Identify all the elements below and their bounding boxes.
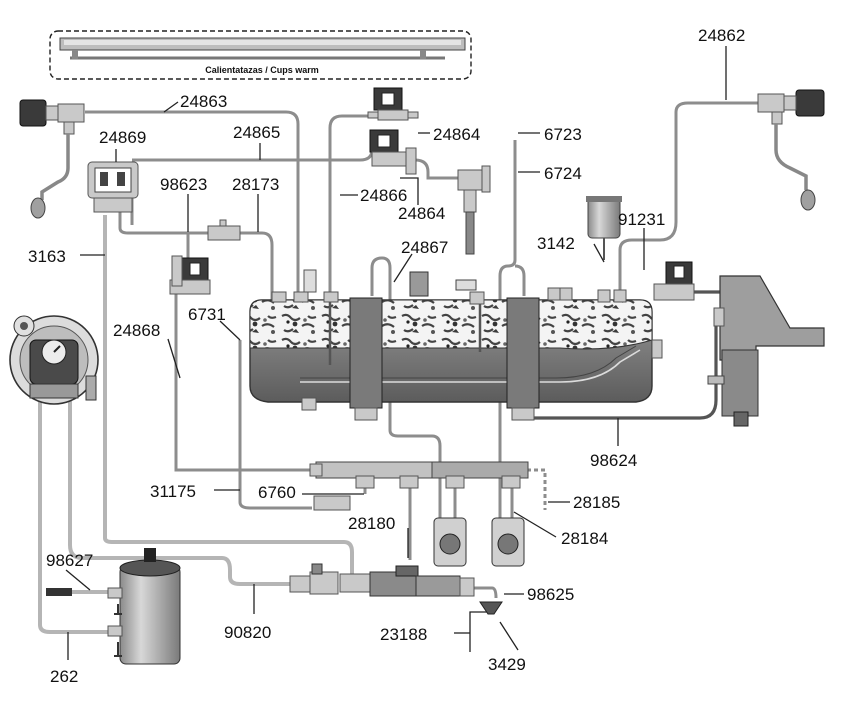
label-28185: 28185 — [573, 493, 620, 512]
solenoid-valve-right — [653, 261, 695, 301]
pump-assembly — [289, 563, 503, 615]
label-6760: 6760 — [258, 483, 296, 502]
label-24862: 24862 — [698, 26, 745, 45]
label-98625: 98625 — [527, 585, 574, 604]
label-24864-top: 24864 — [433, 125, 480, 144]
label-28173: 28173 — [232, 175, 279, 194]
brew-group — [707, 275, 825, 427]
water-softener — [46, 548, 181, 665]
pressure-switch — [457, 165, 491, 255]
label-3142: 3142 — [537, 234, 575, 253]
leader-lines — [65, 46, 727, 660]
label-90820: 90820 — [224, 623, 271, 642]
solenoid-valve-left — [169, 255, 211, 295]
label-24868: 24868 — [113, 321, 160, 340]
left-steam-valve — [19, 99, 85, 219]
part-labels: 24862 24863 24869 24865 24864 24864 6723… — [28, 26, 745, 686]
label-91231: 91231 — [618, 210, 665, 229]
label-23188: 23188 — [380, 625, 427, 644]
solenoid-valve-middle — [369, 129, 417, 175]
label-6724: 6724 — [544, 164, 582, 183]
flowmeters — [433, 517, 525, 567]
label-28184: 28184 — [561, 529, 608, 548]
cup-warmer: Calientatazas / Cups warm — [49, 30, 472, 80]
cup-warmer-label: Calientatazas / Cups warm — [205, 65, 319, 75]
label-28180: 28180 — [348, 514, 395, 533]
control-box — [87, 161, 139, 213]
boiler — [249, 269, 663, 421]
expansion-tank — [586, 196, 622, 260]
manifolds — [309, 461, 529, 511]
label-6723: 6723 — [544, 125, 582, 144]
label-98624: 98624 — [590, 451, 637, 470]
restrictor — [207, 219, 241, 241]
label-24864-bottom: 24864 — [398, 204, 445, 223]
label-98623: 98623 — [160, 175, 207, 194]
label-31175: 31175 — [150, 482, 196, 501]
label-98627: 98627 — [46, 551, 93, 570]
label-3429: 3429 — [488, 655, 526, 674]
label-262: 262 — [50, 667, 78, 686]
label-6731: 6731 — [188, 305, 226, 324]
label-24869: 24869 — [99, 128, 146, 147]
right-steam-valve — [757, 89, 825, 211]
label-24867: 24867 — [401, 238, 448, 257]
solenoid-valve-top — [367, 87, 419, 121]
label-24863: 24863 — [180, 92, 227, 111]
label-24866: 24866 — [360, 186, 407, 205]
pump-motor — [9, 315, 99, 405]
label-24865: 24865 — [233, 123, 280, 142]
label-3163: 3163 — [28, 247, 66, 266]
